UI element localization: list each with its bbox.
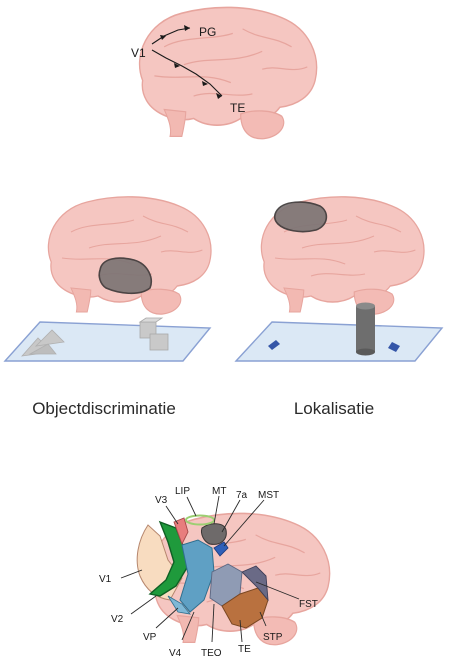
label-pg: PG [199,25,216,39]
label-lip: LIP [175,486,190,497]
label-vp: VP [143,632,157,643]
label-v3: V3 [155,495,168,506]
arrowhead-icon [202,81,208,86]
label-mst: MST [258,490,279,501]
dorsal-arrow [151,27,191,45]
label-v1-area: V1 [99,574,112,585]
top-brain: V1 PG TE [131,6,318,140]
cube-objects-icon [138,317,169,351]
label-v4: V4 [169,648,182,659]
location-caption: Lokalisatie [294,399,374,418]
area-stp [241,565,269,602]
label-te: TE [230,101,245,115]
ventral-arrow [151,49,223,97]
label-v1: V1 [131,46,146,60]
object-caption: Objectdiscriminatie [32,399,176,418]
label-fst: FST [299,599,318,610]
area-te [221,587,269,629]
label-teo: TEO [201,648,222,659]
label-stp: STP [263,632,283,643]
localisation-panel: Lokalisatie [234,196,444,418]
object-discrimination-panel: Objectdiscriminatie [3,196,212,418]
pathway-arrows [151,25,223,99]
area-vp [167,595,191,615]
pyramid-objects-icon [20,329,65,357]
table-surface [234,321,444,362]
area-mt [201,523,227,545]
cylinder-landmark-icon [356,302,375,356]
area-v4 [179,539,215,613]
label-v2: V2 [111,614,124,625]
table-surface [3,321,212,362]
arrowhead-icon [160,35,166,40]
arrowhead-icon [184,25,190,31]
brain-object-lesion [47,196,212,315]
arrowhead-icon [216,93,222,99]
visual-areas-brain: V3 LIP MT 7a MST V1 FST V2 VP V4 TEO TE … [99,486,331,659]
food-well-icon [268,340,400,352]
area-v3 [173,517,189,546]
label-mt: MT [212,486,226,497]
top-brain-shape [138,6,318,140]
parietal-lesion [273,201,328,233]
label-7a: 7a [236,490,248,501]
leader-lines [120,495,300,643]
arrowhead-icon [174,63,180,68]
label-te-area: TE [238,644,251,655]
area-lip [185,514,215,526]
inferotemporal-lesion [98,257,152,295]
